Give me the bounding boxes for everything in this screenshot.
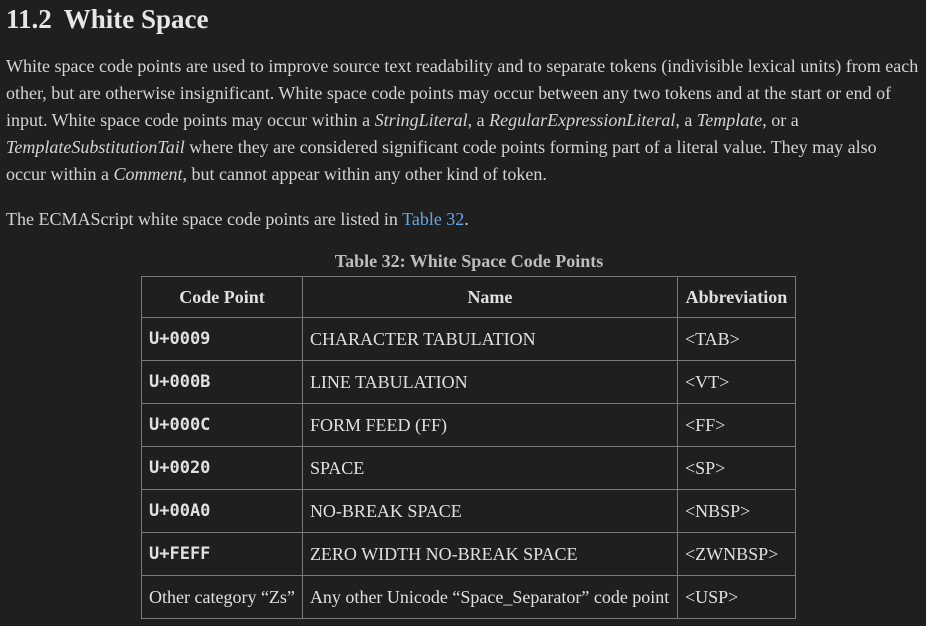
para-text: , but cannot appear within any other kin… (182, 164, 547, 184)
para-text: , a (675, 110, 697, 130)
code-point-cell: U+FEFF (141, 532, 303, 576)
para-text: White space code points are used to impr… (6, 56, 919, 130)
abbreviation-cell: <NBSP> (676, 489, 796, 533)
term-regex-literal: RegularExpressionLiteral (489, 110, 676, 130)
term-comment: Comment (113, 164, 183, 184)
name-cell: CHARACTER TABULATION (301, 317, 678, 361)
para-text: , a (467, 110, 490, 130)
para-text: The ECMAScript white space code points a… (6, 209, 403, 229)
code-point-cell: U+000C (141, 403, 303, 447)
name-cell: NO-BREAK SPACE (301, 489, 678, 533)
code-point-cell: U+0009 (141, 317, 303, 361)
para-text: , or a (762, 110, 799, 130)
table-header-row: Code Point Name Abbreviation (141, 276, 796, 318)
name-cell: Any other Unicode “Space_Separator” code… (301, 575, 678, 619)
name-cell: FORM FEED (FF) (301, 403, 678, 447)
name-cell: SPACE (301, 446, 678, 490)
table-row: U+FEFF ZERO WIDTH NO-BREAK SPACE <ZWNBSP… (141, 532, 796, 576)
header-name: Name (301, 276, 678, 318)
abbreviation-cell: <SP> (676, 446, 796, 490)
table-caption: Table 32: White Space Code Points (334, 251, 604, 271)
table-row: U+0020 SPACE <SP> (141, 446, 796, 490)
table-row: U+000B LINE TABULATION <VT> (141, 360, 796, 404)
section-title: White Space (63, 4, 209, 34)
abbreviation-cell: <FF> (676, 403, 796, 447)
header-abbreviation: Abbreviation (676, 276, 796, 318)
abbreviation-cell: <TAB> (676, 317, 796, 361)
para-text: . (464, 209, 469, 229)
name-cell: ZERO WIDTH NO-BREAK SPACE (301, 532, 678, 576)
term-template: Template (696, 110, 763, 130)
section-number: 11.2 (6, 4, 52, 34)
table-row: U+0009 CHARACTER TABULATION <TAB> (141, 317, 796, 361)
abbreviation-cell: <ZWNBSP> (676, 532, 796, 576)
table-row: U+000C FORM FEED (FF) <FF> (141, 403, 796, 447)
name-cell: LINE TABULATION (301, 360, 678, 404)
code-point-cell: U+000B (141, 360, 303, 404)
table-row: Other category “Zs” Any other Unicode “S… (141, 575, 796, 619)
table-32-link[interactable]: Table 32 (402, 209, 465, 229)
white-space-table: Code Point Name Abbreviation U+0009 CHAR… (141, 276, 796, 619)
abbreviation-cell: <USP> (676, 575, 796, 619)
header-code-point: Code Point (141, 276, 303, 318)
intro-paragraph: White space code points are used to impr… (6, 53, 920, 188)
code-point-cell: Other category “Zs” (141, 575, 303, 619)
para-text: where they are considered significant co… (6, 137, 877, 184)
term-template-substitution-tail: TemplateSubstitutionTail (6, 137, 185, 157)
table-reference-paragraph: The ECMAScript white space code points a… (6, 206, 920, 233)
term-string-literal: StringLiteral (374, 110, 468, 130)
code-point-cell: U+00A0 (141, 489, 303, 533)
code-point-cell: U+0020 (141, 446, 303, 490)
section-heading: 11.2 White Space (6, 0, 920, 39)
table-row: U+00A0 NO-BREAK SPACE <NBSP> (141, 489, 796, 533)
abbreviation-cell: <VT> (676, 360, 796, 404)
